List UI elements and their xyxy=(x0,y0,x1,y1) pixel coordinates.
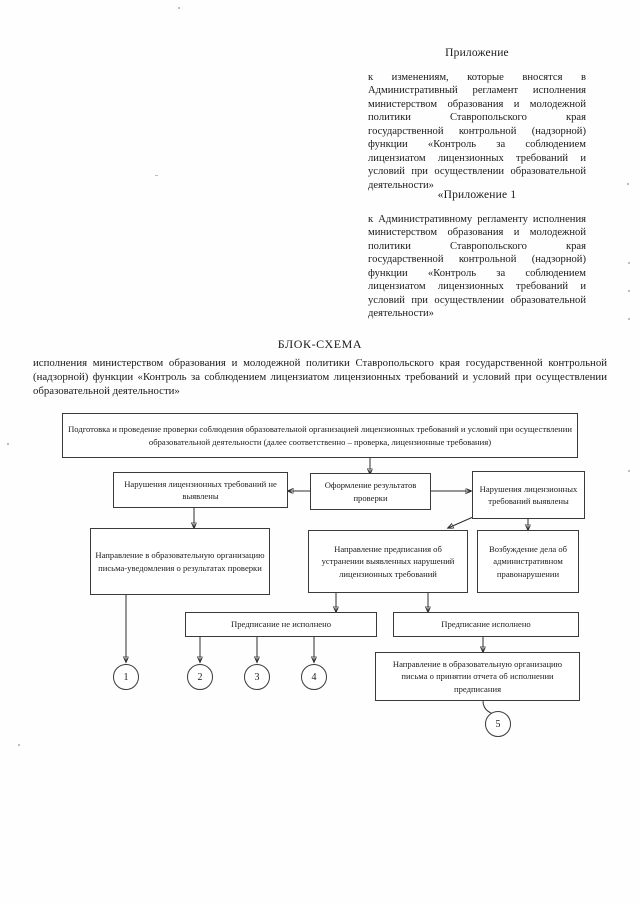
appendix-block-1: Приложение к изменениям, которые вносятс… xyxy=(368,46,586,192)
flow-box-not-fulfilled-label: Предписание не исполнено xyxy=(230,619,332,630)
flow-box-results-label: Оформление результатов проверки xyxy=(324,480,417,503)
flow-box-violations-found: Нарушения лицензионных требований выявле… xyxy=(472,471,585,519)
appendix-2-body: к Административному регламенту исполнени… xyxy=(368,213,586,320)
appendix-2-title: «Приложение 1 xyxy=(437,189,517,201)
flow-box-results: Оформление результатов проверки xyxy=(310,473,431,510)
appendix-1-title: Приложение xyxy=(445,47,509,59)
flow-box-prescription-label: Направление предписания об устранении вы… xyxy=(321,544,455,579)
scan-speck xyxy=(7,443,9,445)
flow-box-start: Подготовка и проведение проверки соблюде… xyxy=(62,413,578,458)
flow-connector-1: 1 xyxy=(113,664,139,690)
scan-speck xyxy=(18,744,20,746)
flow-box-notice-letter-label: Направление в образовательную организаци… xyxy=(95,550,265,573)
page-title: БЛОК-СХЕМА xyxy=(277,337,363,351)
scan-speck xyxy=(628,262,630,264)
flow-box-prescription: Направление предписания об устранении вы… xyxy=(308,530,468,593)
flow-connector-3-label: 3 xyxy=(254,671,260,683)
flow-box-fulfilled-label: Предписание исполнено xyxy=(441,619,531,630)
flow-box-start-label: Подготовка и проведение проверки соблюде… xyxy=(68,424,572,447)
appendix-1-body: к изменениям, которые вносятся в Админис… xyxy=(368,71,586,191)
flow-box-violations-found-label: Нарушения лицензионных требований выявле… xyxy=(479,483,578,506)
flow-box-admin-case: Возбуждение дела об административном пра… xyxy=(477,530,579,593)
flow-connector-3: 3 xyxy=(244,664,270,690)
flow-box-report-letter: Направление в образовательную организаци… xyxy=(375,652,580,701)
flow-connector-2: 2 xyxy=(187,664,213,690)
appendix-block-2: «Приложение 1 к Административному реглам… xyxy=(368,188,586,321)
scan-speck xyxy=(628,470,630,472)
flow-box-notice-letter: Направление в образовательную организаци… xyxy=(90,528,270,595)
flow-box-report-letter-label: Направление в образовательную организаци… xyxy=(392,659,563,694)
scan-speck xyxy=(628,290,630,292)
flow-connector-1-label: 1 xyxy=(123,671,129,683)
scan-speck xyxy=(627,183,629,185)
scan-speck xyxy=(155,175,158,176)
flow-box-fulfilled: Предписание исполнено xyxy=(393,612,579,637)
flow-connector-5-label: 5 xyxy=(495,718,501,730)
flow-box-no-violations-label: Нарушения лицензионных требований не выя… xyxy=(124,478,277,501)
page-subtitle: исполнения министерством образования и м… xyxy=(33,357,607,398)
flow-connector-4-label: 4 xyxy=(311,671,317,683)
flow-connector-5: 5 xyxy=(485,711,511,737)
scan-speck xyxy=(178,7,180,9)
flow-box-no-violations: Нарушения лицензионных требований не выя… xyxy=(113,472,288,508)
flow-box-admin-case-label: Возбуждение дела об административном пра… xyxy=(488,544,568,579)
flow-connector-2-label: 2 xyxy=(197,671,203,683)
scan-speck xyxy=(628,318,630,320)
flow-connector-4: 4 xyxy=(301,664,327,690)
flow-box-not-fulfilled: Предписание не исполнено xyxy=(185,612,377,637)
